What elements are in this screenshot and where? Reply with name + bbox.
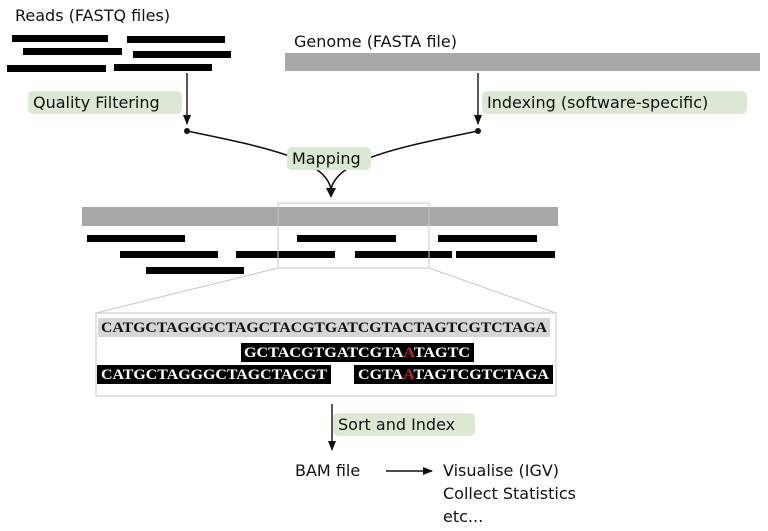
mapped-read (146, 267, 244, 274)
mapped-read (87, 235, 185, 242)
mapped-read (438, 235, 537, 242)
quality-filtering-highlight (28, 91, 182, 114)
mapped-reference-bar (82, 207, 558, 226)
sort-index-label: Sort and Index (338, 415, 455, 434)
indexing-label: Indexing (software-specific) (487, 93, 708, 112)
aligned-read-3-bg (354, 365, 553, 384)
read-1-seq-end: TAGTC (414, 345, 470, 361)
input-read (23, 48, 122, 55)
reference-seq-bg (98, 318, 550, 337)
input-read (114, 64, 212, 71)
genome-bar (285, 53, 760, 71)
mapped-read (355, 251, 452, 258)
zoom-line-left (95, 267, 279, 314)
reference-sequence: CATGCTAGGGCTAGCTACGTGATCGTACTAGTCGTCTAGA (101, 320, 548, 336)
mapping-arrowhead (326, 188, 336, 198)
input-read (127, 36, 225, 43)
aligned-read-2: CATGCTAGGGCTAGCTACGT (101, 367, 327, 383)
mapped-read (456, 251, 555, 258)
reads-title: Reads (FASTQ files) (15, 6, 170, 25)
read-1-seq-start: GCTACGTGATCGTA (244, 345, 404, 361)
mismatch-base: A (403, 367, 415, 383)
input-reads (7, 35, 231, 72)
input-read (133, 51, 231, 58)
mapping-highlight (287, 147, 371, 170)
mapped-reads (87, 235, 555, 274)
sort-index-highlight (333, 413, 475, 436)
collect-statistics-label: Collect Statistics (443, 484, 576, 503)
input-read (12, 35, 108, 42)
read-3-seq-end: TAGTCGTCTAGA (413, 367, 549, 383)
zoom-region (277, 202, 430, 269)
zoom-line-right (428, 267, 557, 314)
mapping-label: Mapping (292, 149, 361, 168)
mismatch-base: A (403, 345, 415, 361)
aligned-read-1-bg (241, 343, 474, 362)
indexing-highlight (482, 91, 747, 114)
read-3-seq-start: CGTA (358, 367, 404, 383)
input-read (7, 65, 106, 72)
aligned-read-2-bg (97, 365, 331, 384)
mapped-read (297, 235, 396, 242)
mapping-curve-right (330, 130, 479, 190)
visualise-label: Visualise (IGV) (443, 461, 559, 480)
quality-filtering-label: Quality Filtering (33, 93, 160, 112)
etc-label: etc... (443, 507, 483, 526)
genome-title: Genome (FASTA file) (294, 32, 457, 51)
mapped-read (120, 251, 218, 258)
mapped-read (236, 251, 335, 258)
bam-file-label: BAM file (295, 461, 360, 480)
